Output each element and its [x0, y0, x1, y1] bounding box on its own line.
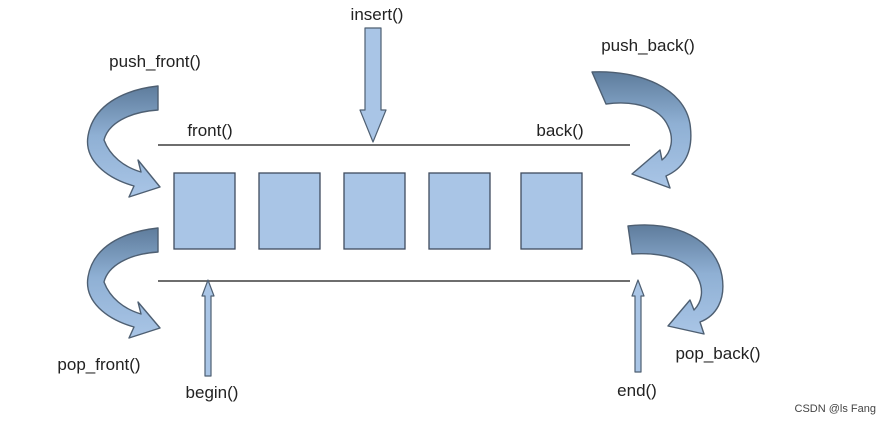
- front-label: front(): [187, 121, 232, 140]
- deque-elements: [173, 172, 583, 250]
- deque-element: [258, 172, 321, 250]
- pop-front-arrow: [86, 227, 161, 339]
- end-arrow: [631, 279, 645, 373]
- push-front-label: push_front(): [109, 52, 201, 71]
- push-front-arrow: [86, 85, 161, 198]
- begin-label: begin(): [186, 383, 239, 402]
- push-back-label: push_back(): [601, 36, 695, 55]
- deque-element: [520, 172, 583, 250]
- push-back-arrow: [591, 71, 692, 189]
- begin-arrow: [201, 279, 215, 377]
- pop-front-label: pop_front(): [57, 355, 140, 374]
- deque-element: [343, 172, 406, 250]
- watermark: CSDN @ls Fang: [795, 403, 876, 415]
- insert-arrow: [359, 27, 387, 143]
- deque-element: [428, 172, 491, 250]
- back-label: back(): [536, 121, 583, 140]
- insert-label: insert(): [351, 5, 404, 24]
- deque-element: [173, 172, 236, 250]
- pop-back-label: pop_back(): [675, 344, 760, 363]
- end-label: end(): [617, 381, 657, 400]
- pop-back-arrow: [627, 224, 724, 335]
